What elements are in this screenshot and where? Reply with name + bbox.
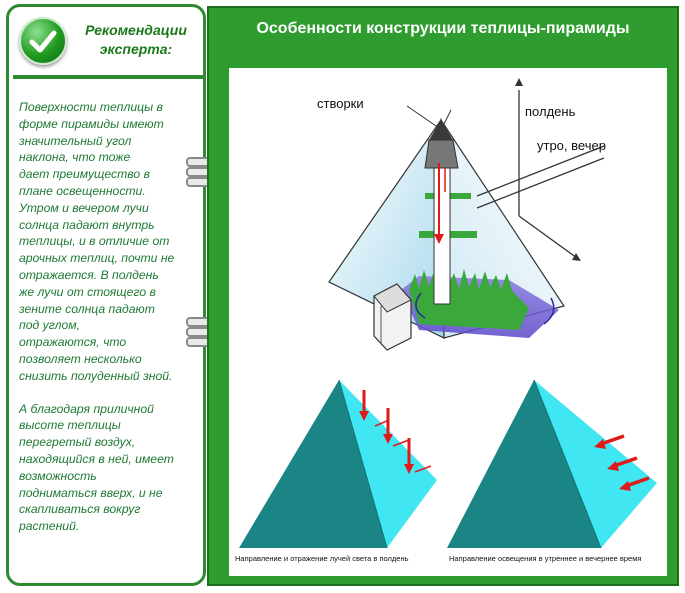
diagram-area: створки полдень утро, вечер [229, 68, 667, 576]
text-line: под углом, [19, 318, 80, 333]
noon-light-arrow-icon [359, 411, 369, 421]
text-line: зените солнца падают [19, 301, 155, 316]
noon-ray-arrow-icon [515, 78, 523, 86]
morning-pyramid-shadow-face [447, 380, 601, 548]
panel-title: Особенности конструкции теплицы-пирамиды [256, 20, 630, 37]
text-line: теплицы, и в отличие от [19, 234, 170, 249]
vents-pointer-line [406, 105, 440, 129]
morning-ray-line [476, 145, 605, 197]
reflection-arrow [414, 465, 432, 473]
header-divider [13, 75, 203, 79]
vent-module-icon [424, 139, 459, 169]
expert-title-line2: эксперта: [99, 41, 173, 57]
text-line: позволяет несколько [19, 351, 142, 366]
caption-morning-evening: Направление освещения в утреннее и вечер… [449, 554, 642, 563]
text-line: высоте теплицы [19, 418, 121, 433]
morning-pyramid-lit-face [534, 380, 657, 548]
noon-reflection-arrow-icon [572, 253, 581, 261]
airflow-arrow-icon [434, 234, 444, 244]
morning-light-arrow-icon [619, 481, 631, 491]
vestibule-roof [373, 283, 412, 313]
plants-icon [409, 269, 529, 330]
label-vents: створки [317, 96, 364, 111]
noon-light-arrow-icon [404, 464, 414, 474]
caption-noon: Направление и отражение лучей света в по… [235, 554, 409, 563]
expert-header: Рекомендации эксперта: [9, 7, 203, 73]
morning-light-arrow [600, 434, 625, 446]
text-line: находящийся в ней, имеет [19, 451, 174, 466]
noon-pyramid-shadow-face [239, 380, 387, 548]
text-line: наклона, что тоже [19, 150, 131, 165]
text-line: солнца падают внутрь [19, 217, 155, 232]
text-line: возможность [19, 468, 97, 483]
text-line: отражаются, что [19, 335, 127, 350]
text-line: подниматься вверх, и не [19, 485, 163, 500]
text-line: плане освещенности. [19, 183, 146, 198]
pyramid-greenhouse-diagram: створки полдень утро, вечер [239, 78, 657, 549]
morning-pyramid-edge [533, 379, 602, 549]
expert-title-line1: Рекомендации [85, 22, 187, 38]
expert-title: Рекомендации эксперта: [73, 21, 199, 59]
label-morning-evening: утро, вечер [537, 138, 606, 153]
reflection-arrow [374, 419, 390, 427]
noon-reflection-line [518, 215, 578, 259]
morning-light-arrow [625, 476, 650, 488]
construction-features-panel: Особенности конструкции теплицы-пирамиды [207, 6, 679, 586]
text-line: перегретый воздух, [19, 435, 136, 450]
text-line: форме пирамиды имеют [19, 116, 164, 131]
expert-text: Поверхности теплицы в форме пирамиды имею… [19, 99, 201, 535]
label-noon: полдень [525, 104, 576, 119]
text-line: скапливаться вокруг [19, 502, 141, 517]
vents-top-icon [429, 120, 453, 140]
air-circulation-arrow-icon [415, 292, 426, 319]
paragraph-ventilation: А благодаря приличной высоте теплицы перег… [19, 401, 201, 535]
evening-ray-line [476, 157, 605, 209]
text-line: А благодаря приличной [19, 401, 154, 416]
noon-pyramid-edge [338, 379, 388, 549]
checkmark-icon [19, 17, 67, 65]
text-line: отражается. В полдень [19, 267, 159, 282]
morning-light-arrow-icon [594, 439, 606, 449]
text-line: Утром и вечером лучи [19, 200, 149, 215]
text-line: дает преимущество в [19, 167, 150, 182]
noon-light-arrow-icon [383, 434, 393, 444]
text-line: арочных теплиц, почти не [19, 251, 175, 266]
text-line: растений. [19, 519, 80, 534]
text-line: же лучи от стоящего в [19, 284, 156, 299]
reflection-arrow [392, 439, 410, 447]
text-line: снизить полуденный зной. [19, 368, 173, 383]
morning-light-arrow-icon [607, 461, 619, 471]
paragraph-reflection: Поверхности теплицы в форме пирамиды имею… [19, 99, 201, 385]
expert-recommendations-panel: Рекомендации эксперта: Поверхности тепли… [6, 4, 206, 586]
morning-light-arrow [613, 456, 638, 468]
text-line: Поверхности теплицы в [19, 100, 163, 114]
noon-pyramid-lit-face [339, 380, 437, 548]
text-line: значительный угол [19, 133, 132, 148]
vents-pointer-line [442, 109, 452, 127]
air-circulation-arrow-icon [543, 297, 555, 325]
panel-header: Особенности конструкции теплицы-пирамиды [209, 8, 677, 50]
